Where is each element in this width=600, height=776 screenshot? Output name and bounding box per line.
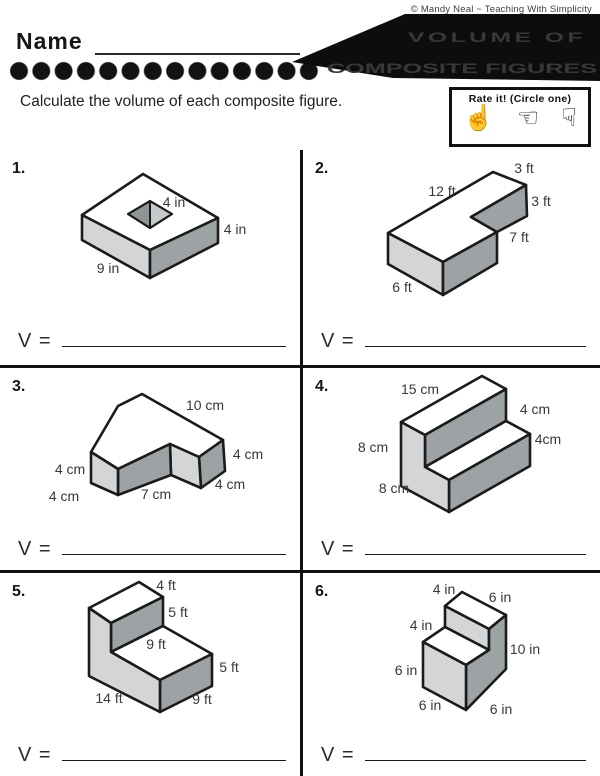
fig5-label-step-height: 5 ft [219, 659, 239, 675]
problem-1-figure: 4 in 4 in 9 in [80, 172, 247, 280]
fig5-label-top-depth: 4 ft [156, 577, 176, 593]
fig4-label-height: 8 cm [358, 439, 388, 455]
problem-1-v-label: V = [18, 330, 52, 352]
instruction-text: Calculate the volume of each composite f… [20, 93, 343, 110]
fig3-label-length: 10 cm [186, 397, 224, 413]
problem-6: 6. 4 in 6 in 4 in 10 in 6 in 6 in 6 in V… [300, 573, 600, 776]
rate-it-title: Rate it! (Circle one) [468, 93, 572, 105]
problem-2-answer-line[interactable] [364, 332, 586, 347]
problems-row-2: 3. 10 cm 4 cm 4 cm 7 cm 4 cm 4 cm V = 4. [0, 365, 600, 573]
thumbs-down-icon[interactable]: ☟ [561, 104, 577, 132]
fig5-label-length: 14 ft [95, 690, 122, 706]
fig5-label-upper-height: 5 ft [168, 604, 188, 620]
problem-4-v-label: V = [321, 538, 355, 560]
problem-4: 4. 15 cm 4 cm 4cm 8 cm 8 cm V = [300, 368, 600, 573]
problem-6-answer-line[interactable] [364, 746, 586, 761]
fig2-label-inner: 7 ft [509, 229, 529, 245]
title-line2: COMPOSITE FIGURES [327, 60, 597, 76]
problem-2: 2. 3 ft 12 ft 3 ft 7 ft 6 ft V = [300, 150, 600, 365]
fig6-label-lower-depth: 6 in [419, 697, 442, 713]
problem-5: 5. 4 ft 5 ft 9 ft 5 ft 14 ft 9 ft V = [0, 573, 300, 776]
problem-3-figure: 10 cm 4 cm 4 cm 7 cm 4 cm 4 cm [49, 392, 263, 504]
problems-row-1: 1. 4 in 4 in 9 in V = 2. [0, 150, 600, 365]
title-banner: VOLUME OF COMPOSITE FIGURES [292, 14, 600, 81]
fig6-label-top-depth: 4 in [433, 581, 456, 597]
fig5-left-face [87, 606, 162, 714]
problem-2-v-label: V = [321, 330, 355, 352]
fig3-stem-left-face [89, 450, 120, 497]
problem-3-v-label: V = [18, 538, 52, 560]
problem-5-number: 5. [12, 583, 26, 600]
fig4-label-depth: 8 cm [379, 480, 409, 496]
problem-5-figure: 4 ft 5 ft 9 ft 5 ft 14 ft 9 ft [87, 577, 239, 714]
fig1-label-height: 4 in [224, 221, 247, 237]
problem-2-answer: V = [321, 330, 586, 353]
fig4-label-top-depth: 4 cm [520, 401, 550, 417]
fig2-label-height: 3 ft [531, 193, 551, 209]
fig1-label-hole: 4 in [163, 194, 186, 210]
problem-6-figure: 4 in 6 in 4 in 10 in 6 in 6 in 6 in [395, 581, 540, 717]
problem-3: 3. 10 cm 4 cm 4 cm 7 cm 4 cm 4 cm V = [0, 368, 300, 573]
title-line1: VOLUME OF [408, 29, 586, 45]
fig3-label-end-depth: 4 cm [215, 476, 245, 492]
problem-6-number: 6. [315, 583, 329, 600]
copyright-text: © Mandy Neal ~ Teaching With Simplicity [410, 4, 592, 15]
problem-1-answer-line[interactable] [61, 332, 286, 347]
problem-1-number: 1. [12, 160, 26, 177]
problem-4-number: 4. [315, 378, 329, 395]
rate-it-box: Rate it! (Circle one) ☝ ☜ ☟ [449, 87, 591, 147]
problem-1-answer: V = [18, 330, 286, 353]
problem-4-figure: 15 cm 4 cm 4cm 8 cm 8 cm [358, 374, 561, 514]
fig5-label-width: 9 ft [192, 691, 212, 707]
problem-3-number: 3. [12, 378, 26, 395]
fig1-hole-rim [127, 200, 173, 229]
fig2-step-front-face [469, 183, 529, 234]
thumbs-up-icon[interactable]: ☝ [463, 104, 495, 132]
problem-6-answer: V = [321, 744, 586, 767]
problem-3-answer-line[interactable] [61, 540, 286, 555]
problem-1: 1. 4 in 4 in 9 in V = [0, 150, 300, 365]
problem-3-answer: V = [18, 538, 286, 561]
fig2-label-length: 12 ft [428, 183, 455, 199]
fig2-label-width: 6 ft [392, 279, 412, 295]
fig6-label-lower-width: 6 in [490, 701, 513, 717]
name-label: Name [16, 28, 83, 54]
fig3-label-height: 4 cm [233, 446, 263, 462]
dots-decoration [8, 61, 320, 81]
problem-5-answer-line[interactable] [61, 746, 286, 761]
fig6-bottom-front-face [421, 640, 468, 712]
problem-4-answer-line[interactable] [364, 540, 586, 555]
fig5-label-step-top: 9 ft [146, 636, 166, 652]
problem-6-v-label: V = [321, 744, 355, 766]
fig6-label-top-width: 6 in [489, 589, 512, 605]
fig6-label-step-depth: 4 in [410, 617, 433, 633]
fig2-front-face [441, 230, 499, 297]
problem-4-answer: V = [321, 538, 586, 561]
banner-shape [292, 14, 600, 81]
fig6-label-height: 10 in [510, 641, 540, 657]
fig1-right-face [148, 216, 220, 280]
fig3-label-stem-width: 4 cm [49, 488, 79, 504]
thumbs-side-icon[interactable]: ☜ [516, 104, 540, 132]
problem-2-number: 2. [315, 160, 329, 177]
fig4-left-face [399, 420, 451, 514]
fig4-label-length: 15 cm [401, 381, 439, 397]
fig3-label-left-height: 4 cm [55, 461, 85, 477]
name-input-line[interactable] [95, 53, 300, 55]
problem-2-figure: 3 ft 12 ft 3 ft 7 ft 6 ft [386, 160, 551, 297]
fig2-label-top-depth: 3 ft [514, 160, 534, 176]
fig6-label-lower-height: 6 in [395, 662, 418, 678]
fig4-label-step-height: 4cm [535, 431, 561, 447]
problems-row-3: 5. 4 ft 5 ft 9 ft 5 ft 14 ft 9 ft V = 6. [0, 570, 600, 776]
fig3-label-stem-length: 7 cm [141, 486, 171, 502]
problem-5-answer: V = [18, 744, 286, 767]
fig1-label-width: 9 in [97, 260, 120, 276]
problem-5-v-label: V = [18, 744, 52, 766]
